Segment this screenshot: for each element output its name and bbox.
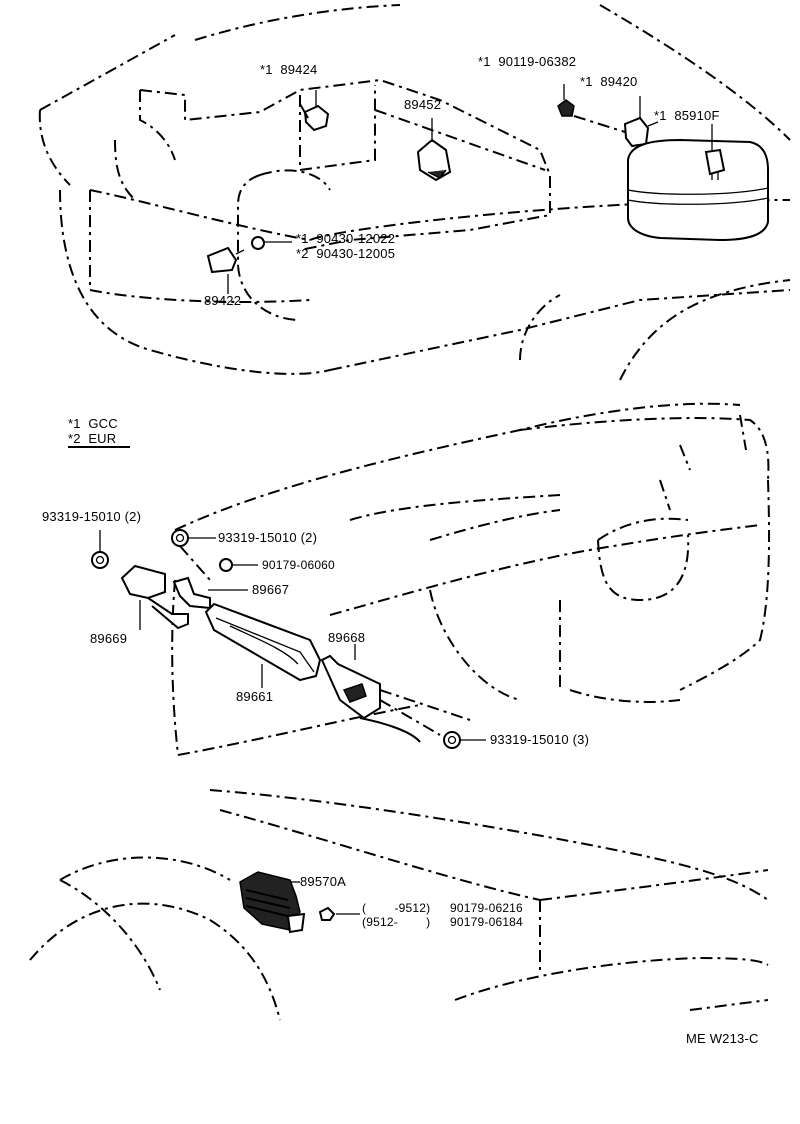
rear-body-outline [29,789,769,1021]
nut-93319-right [171,529,189,547]
guide-dashed-nut [179,545,211,581]
relay-box-85910F [627,124,769,242]
body-side-outline [171,402,771,756]
bracket-89668 [320,644,421,743]
label-range-from-9512: (9512- ) [362,915,431,929]
label-89422: 89422 [204,293,242,308]
module-89661 [204,602,322,688]
nut-93319-bottom [443,731,461,749]
legend-eur: *2 EUR [68,431,117,446]
unit-89570A [239,871,306,934]
label-93319-15010-bottom: 93319-15010 (3) [490,732,590,747]
engine-block [114,78,551,321]
label-85910F: *1 85910F [654,108,720,123]
label-90430-12005: *2 90430-12005 [296,246,396,261]
bolt-90179-bottom [318,906,336,921]
nut-93319-left-hole [95,555,105,565]
label-89667: 89667 [252,582,290,597]
label-90179-06216: 90179-06216 [450,901,523,915]
nut-93319-bottom-hole [447,735,457,745]
label-89661: 89661 [236,689,274,704]
label-90179-06184: 90179-06184 [450,915,523,929]
guide-dashed-bottom [379,699,441,736]
engine-bay-outline [38,4,791,381]
nut-93319-left [91,551,109,569]
bracket-89669 [120,564,189,630]
label-range-until-9512: ( -9512) [362,901,431,915]
nut-93319-right-hole [175,533,185,543]
sensor-89422 [206,236,292,294]
label-90119-06382: *1 90119-06382 [478,54,577,69]
clip-89667 [172,576,248,610]
label-89570A: 89570A [300,874,347,889]
sensor-89452 [416,118,452,182]
label-89424: *1 89424 [260,62,318,77]
label-93319-15010-right: 93319-15010 (2) [218,530,318,545]
label-90430-12022: *1 90430-12022 [296,231,396,246]
label-89420: *1 89420 [580,74,638,89]
bracket-89420 [623,96,659,148]
label-89668: 89668 [328,630,366,645]
label-93319-15010-left: 93319-15010 (2) [42,509,142,524]
legend-gcc: *1 GCC [68,416,118,431]
label-90179-06060: 90179-06060 [262,558,335,572]
bolt-90179 [219,558,233,572]
bolt-90119 [557,84,626,133]
label-89669: 89669 [90,631,128,646]
label-89452: 89452 [404,97,442,112]
diagram-code: ME W213-C [686,1031,759,1046]
sensor-89424 [299,90,330,132]
